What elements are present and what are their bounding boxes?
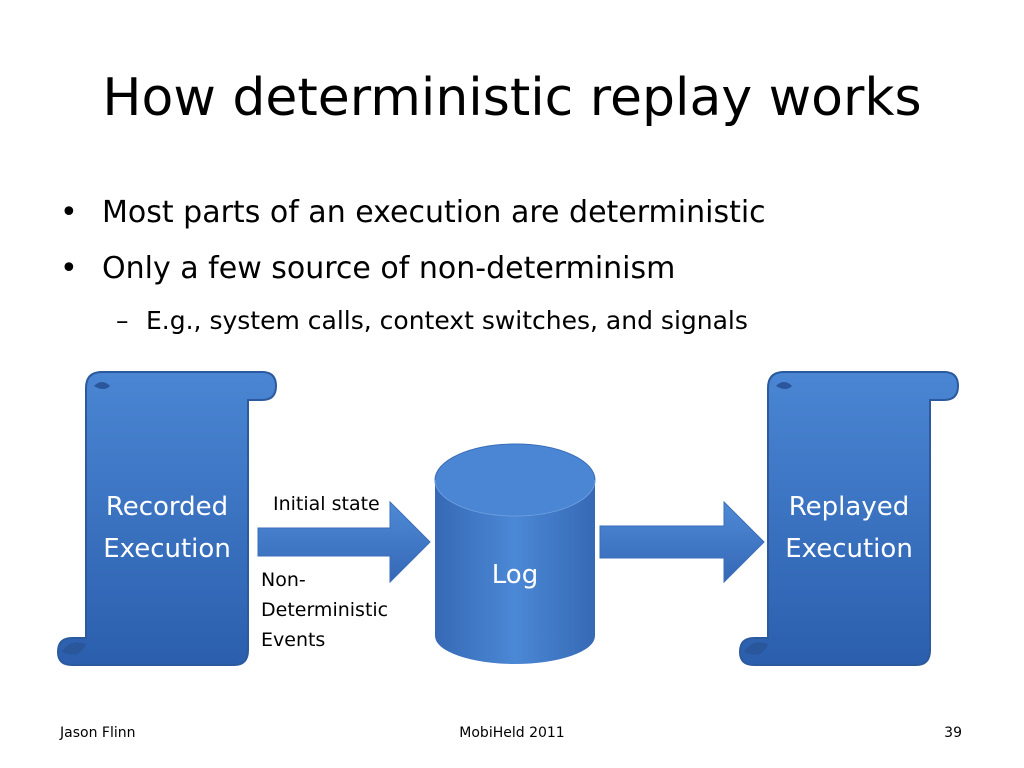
log-label: Log [435,554,595,596]
recorded-execution-label: Recorded Execution [86,486,248,570]
footer-venue: MobiHeld 2011 [459,725,565,741]
sub-bullet-item: – E.g., system calls, context switches, … [60,297,766,345]
replay-diagram [56,371,960,666]
log-text: Log [491,560,539,590]
slide-title: How deterministic replay works [102,68,922,128]
sub-bullet-dash: – [116,306,129,335]
bullet-list: • Most parts of an execution are determi… [60,185,766,345]
arrow-to-replay [599,500,765,584]
replayed-execution-scroll [738,371,960,666]
non-deterministic-events-label: Non- Deterministic Events [261,569,389,651]
bullet-text: Only a few source of non-determinism [102,251,676,286]
sub-bullet-text: E.g., system calls, context switches, an… [146,306,748,335]
recorded-execution-text: Recorded Execution [103,492,231,564]
slide-number: 39 [944,725,962,741]
footer-author: Jason Flinn [60,725,136,741]
bullet-text: Most parts of an execution are determini… [102,195,766,230]
replayed-execution-text: Replayed Execution [785,492,913,564]
arrow-to-log [257,500,431,584]
log-cylinder [434,443,596,664]
replayed-execution-label: Replayed Execution [768,486,930,570]
bullet-item: • Only a few source of non-determinism [60,241,766,297]
initial-state-label: Initial state [273,493,380,515]
bullet-dot: • [60,195,78,230]
bullet-item: • Most parts of an execution are determi… [60,185,766,241]
bullet-dot: • [60,251,78,286]
recorded-execution-scroll [56,371,278,666]
